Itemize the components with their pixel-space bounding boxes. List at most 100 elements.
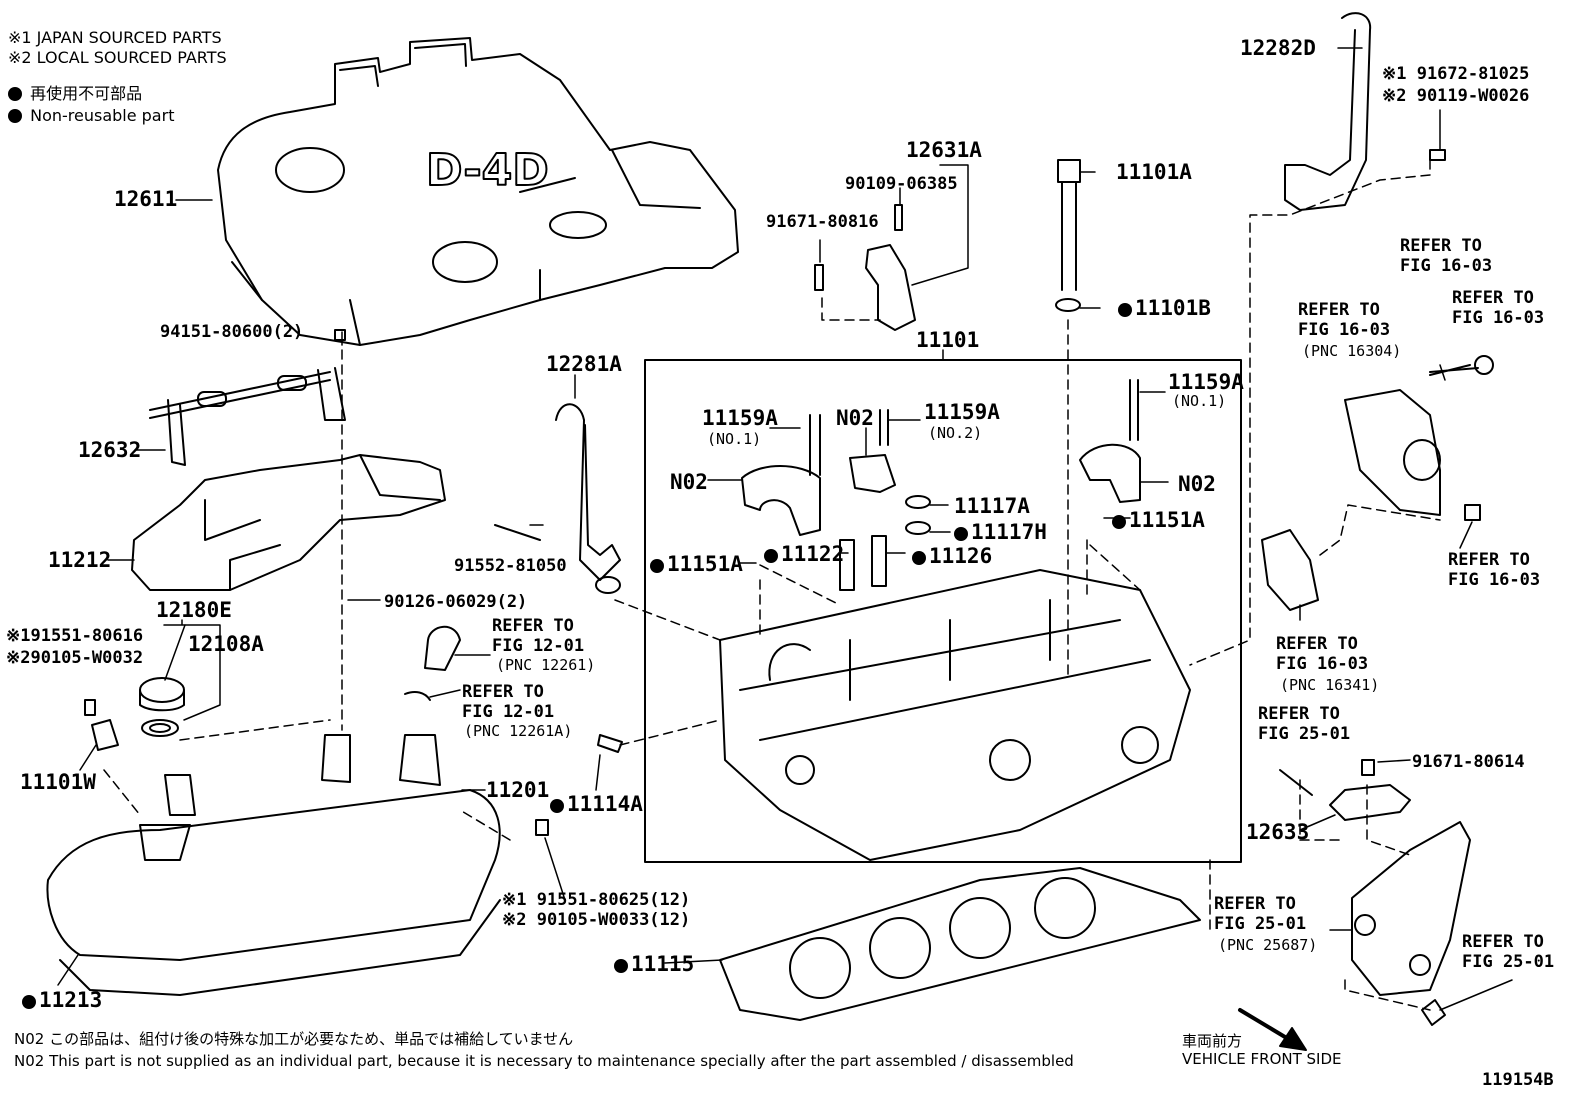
refer-fig-16-03-b-fig[interactable]: FIG 16-03 xyxy=(1298,320,1391,340)
part-label-11101A[interactable]: 11101A xyxy=(1116,160,1192,184)
part-label-91671-80614[interactable]: 91671-80614 xyxy=(1412,752,1525,772)
engine-cover-drawing: D-4D xyxy=(217,37,739,346)
part-label-11117A[interactable]: 11117A xyxy=(954,494,1030,518)
note-n02-jp: N02 この部品は、組付け後の特殊な加工が必要なため、単品では補給していません xyxy=(14,1030,574,1048)
legend-nonreusable-jp: 再使用不可部品 xyxy=(8,80,142,104)
refer-fig-25-01-c-fig[interactable]: FIG 25-01 xyxy=(1462,952,1555,972)
part-label-11114A-text: 11114A xyxy=(567,792,643,816)
part-label-11213-text: 11213 xyxy=(39,988,103,1012)
part-label-12611[interactable]: 12611 xyxy=(114,187,178,211)
nonreusable-dot-icon xyxy=(764,549,778,563)
part-label-90119-W0026[interactable]: ※2 90119-W0026 xyxy=(1382,86,1530,106)
part-label-91551-80625[interactable]: ※1 91551-80625(12) xyxy=(502,890,691,910)
part-label-12631A[interactable]: 12631A xyxy=(906,138,982,162)
refer-fig-16-03-a-fig[interactable]: FIG 16-03 xyxy=(1400,256,1493,276)
part-label-11115[interactable]: 11115 xyxy=(614,952,694,976)
part-label-11117H[interactable]: 11117H xyxy=(954,520,1047,544)
part-label-91671-80816[interactable]: 91671-80816 xyxy=(766,212,879,232)
refer-fig-16-03-c[interactable]: REFER TO xyxy=(1452,288,1534,308)
part-label-11151A-left[interactable]: 11151A xyxy=(650,552,743,576)
direction-label-jp: 車両前方 xyxy=(1182,1032,1243,1050)
refer-fig-25-01-c[interactable]: REFER TO xyxy=(1462,932,1544,952)
part-label-11151A-left-text: 11151A xyxy=(667,552,743,576)
part-label-N02-left[interactable]: N02 xyxy=(670,470,708,494)
part-label-11101[interactable]: 11101 xyxy=(916,328,980,352)
refer-fig-12-01-a-fig[interactable]: FIG 12-01 xyxy=(492,636,585,656)
head-gasket-drawing xyxy=(719,867,1201,1021)
part-label-11151A-right[interactable]: 11151A xyxy=(1112,508,1205,532)
part-label-90126-06029[interactable]: 90126-06029(2) xyxy=(384,592,528,612)
refer-fig-12-01-a[interactable]: REFER TO xyxy=(492,616,574,636)
engine-hanger-rear-drawing xyxy=(1284,12,1372,211)
part-label-90105-W0032[interactable]: ※290105-W0032 xyxy=(6,648,144,668)
part-label-12282D[interactable]: 12282D xyxy=(1240,36,1316,60)
part-label-N02-right[interactable]: N02 xyxy=(1178,472,1216,496)
part-label-11101B[interactable]: 11101B xyxy=(1118,296,1211,320)
part-label-12632[interactable]: 12632 xyxy=(78,438,142,462)
refer-fig-12-01-b[interactable]: REFER TO xyxy=(462,682,544,702)
refer-fig-16-03-d-fig[interactable]: FIG 16-03 xyxy=(1448,570,1541,590)
legend-nonreusable-en: Non-reusable part xyxy=(8,106,174,125)
part-label-94151-80600[interactable]: 94151-80600(2) xyxy=(160,322,304,342)
nonreusable-dot-icon xyxy=(22,995,36,1009)
refer-fig-16-03-e-pnc: (PNC 16341) xyxy=(1280,676,1380,694)
legend-local-sourced: ※2 LOCAL SOURCED PARTS xyxy=(8,48,227,67)
baffle-plate-drawing xyxy=(131,454,446,591)
cover-bracket-drawing xyxy=(149,367,346,466)
note-n02-en: N02 This part is not supplied as an indi… xyxy=(14,1052,1074,1070)
water-outlet-drawing xyxy=(1261,355,1494,611)
refer-fig-12-01-b-pnc: (PNC 12261A) xyxy=(464,722,573,740)
refer-fig-16-03-e[interactable]: REFER TO xyxy=(1276,634,1358,654)
part-label-11126[interactable]: 11126 xyxy=(912,544,992,568)
part-label-11159A-no1-right[interactable]: 11159A xyxy=(1168,370,1244,394)
part-label-12281A[interactable]: 12281A xyxy=(546,352,622,376)
small-bolts-drawing xyxy=(84,149,1481,1026)
refer-fig-16-03-b[interactable]: REFER TO xyxy=(1298,300,1380,320)
refer-fig-25-01-b[interactable]: REFER TO xyxy=(1214,894,1296,914)
part-label-11213[interactable]: 11213 xyxy=(22,988,102,1012)
part-label-91552-81050[interactable]: 91552-81050 xyxy=(454,556,567,576)
part-label-11159A-no2[interactable]: 11159A xyxy=(924,400,1000,424)
refer-fig-12-01-a-pnc: (PNC 12261) xyxy=(496,656,596,674)
cam-caps-drawing xyxy=(741,379,1141,591)
nonreusable-dot-icon xyxy=(614,959,628,973)
part-label-12108A[interactable]: 12108A xyxy=(188,632,264,656)
part-label-12633[interactable]: 12633 xyxy=(1246,820,1310,844)
leader-lines xyxy=(57,47,1513,1011)
nonreusable-dot-icon xyxy=(954,527,968,541)
figure-id: 119154B xyxy=(1482,1070,1554,1090)
part-label-11159A-no1-right-sub: (NO.1) xyxy=(1172,392,1227,410)
refer-fig-16-03-e-fig[interactable]: FIG 16-03 xyxy=(1276,654,1369,674)
refer-fig-16-03-d[interactable]: REFER TO xyxy=(1448,550,1530,570)
refer-fig-16-03-c-fig[interactable]: FIG 16-03 xyxy=(1452,308,1545,328)
refer-fig-25-01-a[interactable]: REFER TO xyxy=(1258,704,1340,724)
nonreusable-dot-icon xyxy=(1118,303,1132,317)
part-label-11122[interactable]: 11122 xyxy=(764,542,844,566)
part-label-11159A-no1-left[interactable]: 11159A xyxy=(702,406,778,430)
direction-label-en: VEHICLE FRONT SIDE xyxy=(1182,1050,1342,1068)
part-label-90105-W0033[interactable]: ※2 90105-W0033(12) xyxy=(502,910,691,930)
nonreusable-dot-icon xyxy=(550,799,564,813)
nonreusable-dot-icon xyxy=(650,559,664,573)
refer-fig-25-01-b-fig[interactable]: FIG 25-01 xyxy=(1214,914,1307,934)
part-label-11159A-no1-left-sub: (NO.1) xyxy=(707,430,762,448)
part-label-90109-06385[interactable]: 90109-06385 xyxy=(845,174,958,194)
part-label-12180E[interactable]: 12180E xyxy=(156,598,232,622)
part-label-11212[interactable]: 11212 xyxy=(48,548,112,572)
refer-fig-12-01-b-fig[interactable]: FIG 12-01 xyxy=(462,702,555,722)
nonreusable-dot-icon xyxy=(912,551,926,565)
cylinder-head-drawing xyxy=(719,569,1191,861)
breather-hose-drawing xyxy=(404,625,461,701)
part-label-11159A-no2-sub: (NO.2) xyxy=(928,424,983,442)
part-label-11114A[interactable]: 11114A xyxy=(550,792,643,816)
part-label-91551-80616[interactable]: ※191551-80616 xyxy=(6,626,144,646)
part-label-11151A-right-text: 11151A xyxy=(1129,508,1205,532)
refer-fig-16-03-a[interactable]: REFER TO xyxy=(1400,236,1482,256)
part-label-91672-81025[interactable]: ※1 91672-81025 xyxy=(1382,64,1530,84)
part-label-11201[interactable]: 11201 xyxy=(486,778,550,802)
refer-fig-25-01-a-fig[interactable]: FIG 25-01 xyxy=(1258,724,1351,744)
legend-japan-sourced: ※1 JAPAN SOURCED PARTS xyxy=(8,28,222,47)
part-label-N02-top[interactable]: N02 xyxy=(836,406,874,430)
part-label-11101W[interactable]: 11101W xyxy=(20,770,96,794)
